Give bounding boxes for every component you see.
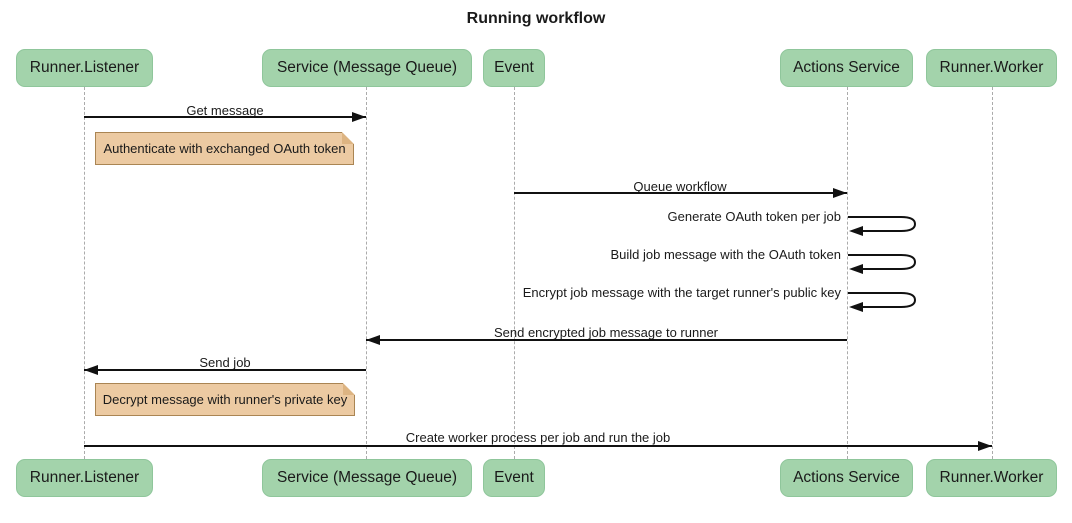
msg-build-job-message-label: Build job message with the OAuth token xyxy=(610,247,841,262)
actor-label: Service (Message Queue) xyxy=(276,469,458,486)
msg-create-worker-label: Create worker process per job and run th… xyxy=(405,430,671,445)
actor-label: Event xyxy=(494,59,534,76)
msg-generate-oauth-label: Generate OAuth token per job xyxy=(667,209,841,224)
msg-create-worker-arrow xyxy=(84,441,992,451)
arrowhead-right-icon xyxy=(978,441,992,451)
actor-label: Runner.Worker xyxy=(939,469,1044,486)
note-fold-icon xyxy=(342,132,354,144)
lifeline-event xyxy=(514,87,515,459)
msg-send-job-arrow xyxy=(84,365,366,375)
actor-bottom-runner-listener: Runner.Listener xyxy=(16,459,153,497)
msg-queue-workflow-label: Queue workflow xyxy=(633,179,727,194)
actor-top-event: Event xyxy=(483,49,545,87)
arrowhead-right-icon xyxy=(833,188,847,198)
note-fold-icon xyxy=(343,383,355,395)
actor-bottom-service-message-queue: Service (Message Queue) xyxy=(262,459,472,497)
actor-label: Service (Message Queue) xyxy=(276,59,458,76)
actor-label: Runner.Listener xyxy=(29,59,140,76)
msg-send-encrypted-label: Send encrypted job message to runner xyxy=(493,325,719,340)
note-authenticate: Authenticate with exchanged OAuth token xyxy=(95,132,354,165)
actor-label: Runner.Listener xyxy=(29,469,140,486)
msg-get-message-arrow xyxy=(84,112,366,122)
msg-queue-workflow-arrow xyxy=(514,188,847,198)
self-loop-arrow xyxy=(848,254,917,274)
msg-encrypt-job-message-label: Encrypt job message with the target runn… xyxy=(522,285,841,300)
actor-top-runner-worker: Runner.Worker xyxy=(926,49,1057,87)
actor-top-service-message-queue: Service (Message Queue) xyxy=(262,49,472,87)
lifeline-runner-listener xyxy=(84,87,85,459)
msg-get-message-label: Get message xyxy=(186,103,264,118)
actor-label: Actions Service xyxy=(793,469,900,486)
arrowhead-left-icon xyxy=(84,365,98,375)
actor-bottom-event: Event xyxy=(483,459,545,497)
note-label: Authenticate with exchanged OAuth token xyxy=(103,141,346,156)
msg-send-encrypted-arrow xyxy=(366,335,847,345)
diagram-title: Running workflow xyxy=(466,10,606,27)
note-decrypt: Decrypt message with runner's private ke… xyxy=(95,383,355,416)
arrowhead-right-icon xyxy=(352,112,366,122)
note-label: Decrypt message with runner's private ke… xyxy=(102,392,348,407)
actor-top-actions-service: Actions Service xyxy=(780,49,913,87)
self-loop-arrow xyxy=(848,292,917,312)
self-loop-arrow xyxy=(848,216,917,236)
actor-label: Actions Service xyxy=(793,59,900,76)
actor-label: Event xyxy=(494,469,534,486)
actor-bottom-actions-service: Actions Service xyxy=(780,459,913,497)
lifeline-runner-worker xyxy=(992,87,993,459)
arrowhead-left-icon xyxy=(366,335,380,345)
actor-label: Runner.Worker xyxy=(939,59,1044,76)
lifeline-actions-service xyxy=(847,87,848,459)
actor-bottom-runner-worker: Runner.Worker xyxy=(926,459,1057,497)
actor-top-runner-listener: Runner.Listener xyxy=(16,49,153,87)
lifeline-service-message-queue xyxy=(366,87,367,459)
msg-send-job-label: Send job xyxy=(199,355,251,370)
